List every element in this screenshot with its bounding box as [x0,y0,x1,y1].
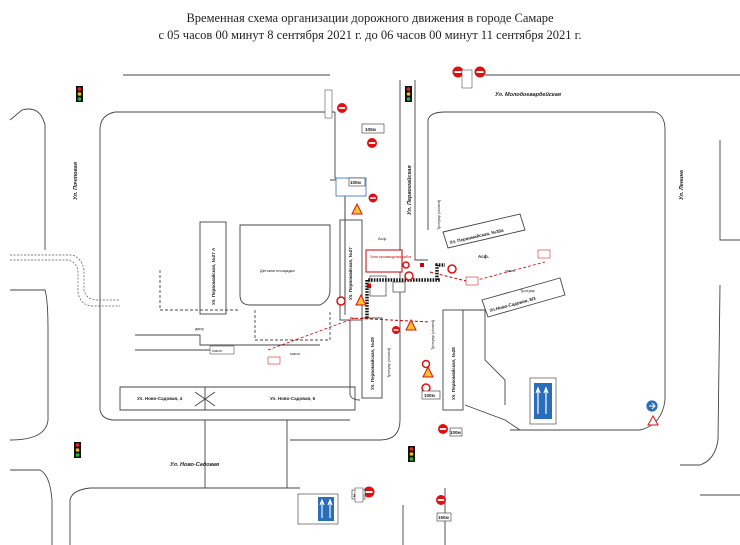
building-28 [442,309,464,411]
road-label-right: Асф. [478,253,489,259]
work-zone-label: Зона производства работ [370,255,412,259]
building-27-rect [339,219,363,321]
building-27a-label: Ул. Первомайская, №27 А [210,247,216,305]
work-zone [267,249,546,351]
street-pochtovaya: Ул. Почтовая [73,161,79,200]
diagram-subtitle: с 05 часов 00 минут 8 сентября 2021 г. д… [158,28,582,42]
no-entry-signs [337,66,486,505]
block-outline-right-top [719,140,740,241]
yard-label: двор [195,326,205,331]
building-28-label: Ул. Первомайская, №28 [450,347,456,400]
lawn-label-3: газон [505,268,515,273]
building-29 [361,317,383,399]
street-molodogvardeyskaya: Ул. Молодогвардейская [495,91,562,98]
distance-plate-labels: 100м 100м 150м 100м 100м 100м [350,127,462,520]
lawn-label-1: газон [212,348,222,353]
sidewalk-bottom-right-label: Тротуар [520,288,536,293]
area-labels: Детская площадка Тротуар (closed) Тротуа… [195,199,536,378]
building-ns6 [119,386,356,411]
plate-text-3: 150м [438,515,450,520]
sidewalk-left-label: Тротуар (closed) [386,347,391,378]
building-30a [442,213,526,249]
dashed-area-1 [159,270,240,311]
building-27 [330,179,346,315]
curb-line [135,334,320,346]
rail-line-2 [10,259,120,307]
lawn-label-2: газон [290,351,300,356]
roadwork-warning-signs [351,202,659,426]
sign-post-markers [209,69,551,503]
block-inner [239,224,331,306]
building-83 [481,277,566,318]
street-lenina: Ул. Ленина [679,170,685,200]
building-ns6-label: Ул. Ново-Садовая, 6 [270,396,316,401]
road-edge-center-right [414,80,428,261]
building-27-label: Ул. Первомайская, №27 [347,247,353,300]
playground-label: Детская площадка [260,268,295,273]
plate-text-5: 100м [424,393,436,398]
building-83-label: Ул.Ново-Садовая, 8/3 [489,296,537,313]
dashed-area-2 [254,310,331,341]
block-outline-left-mid [9,289,49,441]
block-main-left [99,111,350,421]
building-29-label: Ул. Первомайская, №29 [369,337,375,390]
building-ns4-label: Ул. Ново-Садовая, 4 [137,396,183,401]
building-30a-label: Ул. Первомайская, №30а [449,227,505,245]
street-pervomayskaya: Ул. Первомайская [406,165,413,215]
road-label: Асф. [378,236,387,241]
traffic-light-group [74,86,415,462]
road-edge-center-left [290,80,401,441]
rail-line-1 [10,254,120,301]
building-27a [199,221,227,315]
block-outline-right-mid [680,284,721,466]
plate-text-4: 100м [450,430,462,435]
sidewalk-right-label: Тротуар (closed) [430,319,435,350]
diagram-title: Временная схема организации дорожного дв… [186,11,554,25]
street-novo-sadovaya: Ул. Ново-Садовая [170,462,220,468]
block-outline-left-top [9,108,46,250]
lane-direction-signs [297,177,659,525]
block-outline-left-bottom [10,469,53,545]
block-outline-bottom-left [69,487,300,545]
plate-text-1: 100м [365,127,377,132]
plate-text-6: 100м [350,180,362,185]
restriction-signs [336,261,457,393]
sidewalk-top-label: Тротуар (closed) [436,199,441,230]
